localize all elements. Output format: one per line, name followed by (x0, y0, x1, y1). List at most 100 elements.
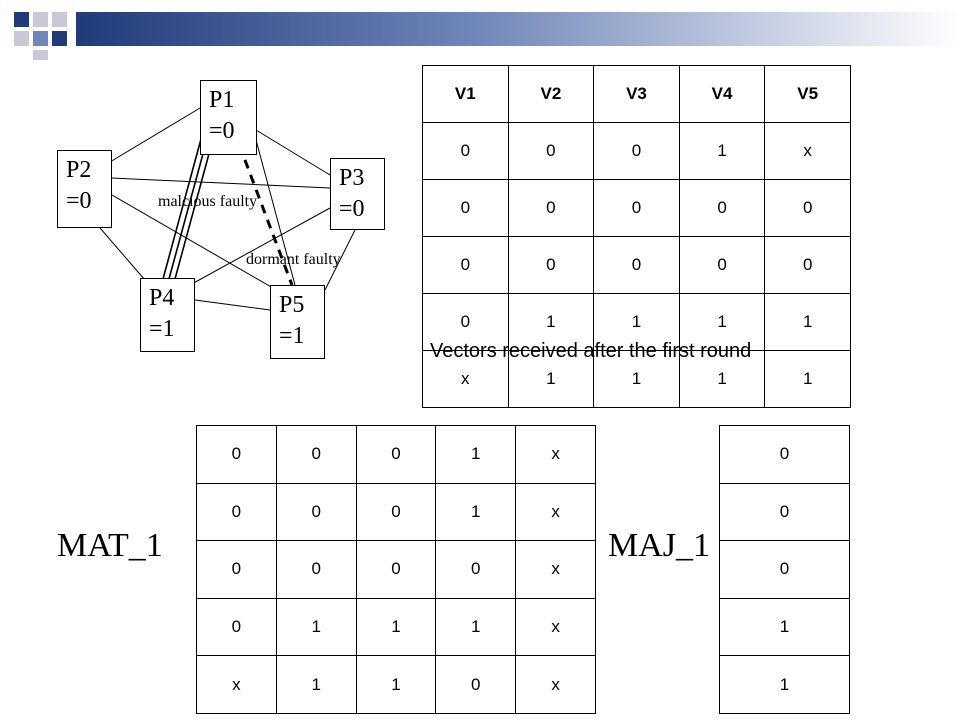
mat-label: MAT_1 (57, 527, 163, 564)
table-cell: 0 (435, 655, 517, 714)
edge-p4-p5 (194, 299, 271, 311)
edge-p1-p3 (255, 129, 331, 176)
table-row: 0 0 0 1 x (196, 482, 596, 542)
table-cell: 1 (507, 293, 595, 351)
table-cell: 1 (593, 293, 680, 351)
node-p3-name: P3 (339, 165, 365, 191)
vectors-header-cell: V4 (678, 65, 766, 123)
table-cell: 1 (593, 350, 680, 408)
edge-p1-p5 (255, 139, 296, 286)
node-p5-value: =1 (279, 323, 305, 349)
table-row: 0 0 0 1 x (422, 122, 851, 180)
edge-p1-p2 (109, 107, 201, 163)
table-cell: 0 (593, 179, 680, 237)
edge-p3-p5 (324, 229, 356, 291)
table-row: x 1 1 0 x (196, 655, 596, 714)
table-cell: 0 (764, 179, 851, 237)
table-cell: 0 (719, 425, 850, 484)
table-cell: 0 (422, 293, 509, 351)
vectors-header-cell: V5 (764, 65, 851, 123)
table-cell: 0 (764, 236, 851, 294)
table-cell: 1 (678, 122, 766, 180)
table-cell: 0 (196, 482, 277, 542)
table-cell: 0 (719, 482, 850, 542)
malicious-edge (165, 127, 211, 291)
table-row: 0 (719, 482, 850, 542)
table-row: 0 (719, 425, 850, 484)
node-p4-value: =1 (149, 316, 175, 342)
table-cell: 0 (355, 425, 437, 484)
table-row: 0 (719, 540, 850, 599)
vectors-header-cell: V3 (593, 65, 680, 123)
table-cell: 0 (507, 179, 595, 237)
table-cell: 1 (275, 597, 357, 657)
table-cell: 0 (196, 597, 277, 657)
table-cell: 0 (593, 122, 680, 180)
malicious-faulty-label: malcious faulty (158, 193, 258, 210)
maj-label: MAJ_1 (608, 527, 711, 564)
table-cell: 0 (422, 236, 509, 294)
node-p2-name: P2 (66, 157, 92, 183)
table-cell: 0 (196, 425, 277, 484)
table-cell: 1 (435, 597, 517, 657)
table-cell: 0 (507, 122, 595, 180)
table-cell: 0 (275, 482, 357, 542)
table-cell: 0 (355, 540, 437, 599)
node-p3: P3 =0 (330, 158, 385, 230)
table-cell: 1 (764, 350, 851, 408)
vectors-table: V1 V2 V3 V4 V5 0 0 0 1 x 0 0 0 0 0 0 0 0… (422, 65, 851, 408)
node-p2: P2 =0 (57, 150, 112, 228)
table-cell: x (515, 482, 596, 542)
node-p4-name: P4 (149, 285, 175, 311)
table-cell: x (515, 425, 596, 484)
table-row: 0 1 1 1 x (196, 597, 596, 657)
table-cell: 0 (507, 236, 595, 294)
decoration-square (14, 31, 29, 46)
table-cell: x (422, 350, 509, 408)
table-row: 1 (719, 655, 850, 714)
vectors-header-cell: V2 (507, 65, 595, 123)
title-banner (76, 12, 960, 46)
table-row: 1 (719, 597, 850, 657)
table-row: 0 0 0 0 0 (422, 179, 851, 237)
table-cell: x (515, 597, 596, 657)
edge-p2-p4 (99, 227, 146, 281)
table-cell: 1 (355, 655, 437, 714)
table-row: 0 0 0 0 0 (422, 236, 851, 294)
node-p1: P1 =0 (200, 80, 257, 155)
vectors-caption: Vectors received after the first round (430, 340, 752, 362)
table-cell: 0 (275, 540, 357, 599)
table-cell: 0 (275, 425, 357, 484)
mat-table: 0 0 0 1 x 0 0 0 1 x 0 0 0 0 x 0 1 1 1 x (196, 425, 596, 714)
table-cell: 1 (764, 293, 851, 351)
table-row: x 1 1 1 1 (422, 350, 851, 408)
maj-table: 0 0 0 1 1 (719, 425, 850, 714)
edge-p3-p4 (189, 207, 331, 286)
table-cell: 0 (435, 540, 517, 599)
malicious-edge (171, 127, 217, 291)
node-p1-name: P1 (209, 87, 235, 113)
table-row: 0 1 1 1 1 (422, 293, 851, 351)
decoration-square (52, 12, 67, 27)
table-row: 0 0 0 0 x (196, 540, 596, 599)
vectors-header-cell: V1 (422, 65, 509, 123)
dormant-edge (226, 114, 294, 286)
table-cell: x (515, 655, 596, 714)
malicious-edge (159, 127, 205, 291)
table-cell: 0 (678, 179, 766, 237)
node-p5-name: P5 (279, 292, 305, 318)
table-cell: x (764, 122, 851, 180)
decoration-square (33, 12, 48, 27)
node-p5: P5 =1 (270, 285, 325, 359)
table-cell: 0 (422, 179, 509, 237)
vectors-header-row: V1 V2 V3 V4 V5 (422, 65, 851, 123)
table-cell: 0 (196, 540, 277, 599)
table-cell: 0 (355, 482, 437, 542)
node-p1-value: =0 (209, 118, 235, 144)
table-cell: 1 (275, 655, 357, 714)
table-cell: 0 (593, 236, 680, 294)
node-p3-value: =0 (339, 196, 365, 222)
decoration-square (52, 31, 67, 46)
decoration-square (14, 12, 29, 27)
slide-decoration (0, 0, 80, 60)
